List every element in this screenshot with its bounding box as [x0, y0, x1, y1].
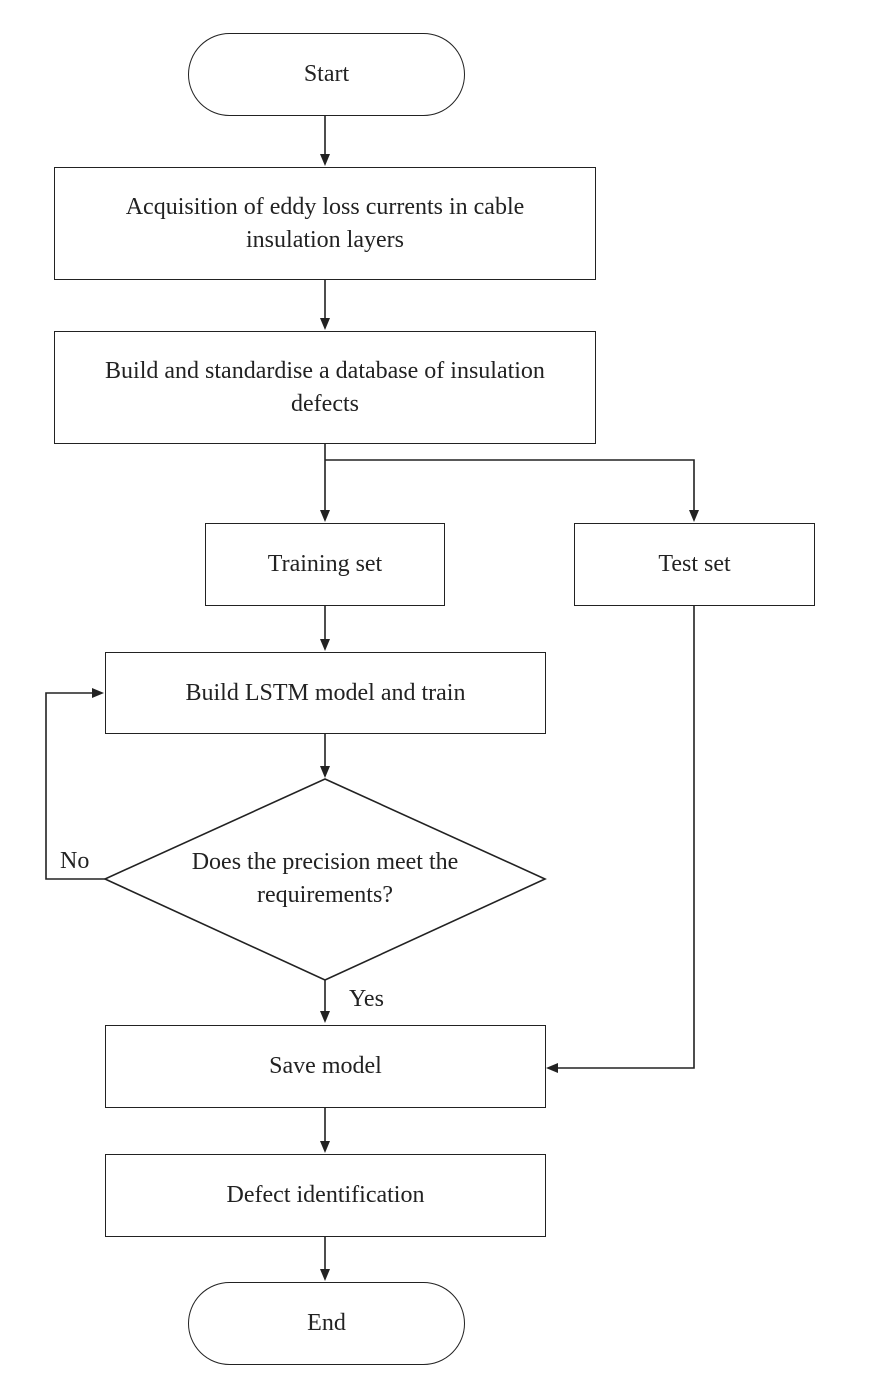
arrowhead — [320, 766, 330, 778]
arrowhead — [320, 1269, 330, 1281]
edge-test-to-save — [556, 605, 695, 1069]
build-lstm-box: Build LSTM model and train — [105, 652, 546, 734]
test-set-label: Test set — [658, 551, 731, 577]
arrowhead — [320, 510, 330, 522]
database-label: Build and standardise a database of insu… — [105, 357, 545, 417]
arrowhead — [320, 1011, 330, 1023]
acquisition-box: Acquisition of eddy loss currents in cab… — [54, 167, 596, 280]
build-lstm-label: Build LSTM model and train — [185, 679, 466, 706]
arrowhead — [689, 510, 699, 522]
save-model-label: Save model — [269, 1053, 382, 1079]
arrowhead — [92, 688, 104, 698]
decision-label: Does the precision meet the requirements… — [191, 849, 459, 908]
yes-label: Yes — [349, 986, 384, 1012]
training-set-label: Training set — [267, 551, 383, 577]
training-set-box: Training set — [205, 523, 445, 606]
end-label: End — [307, 1310, 346, 1336]
acquisition-label: Acquisition of eddy loss currents in cab… — [125, 193, 525, 253]
no-label: No — [60, 848, 90, 874]
arrowhead — [546, 1063, 558, 1073]
defect-identification-box: Defect identification — [105, 1154, 546, 1237]
end-node: End — [188, 1282, 465, 1365]
start-label: Start — [303, 61, 350, 87]
save-model-box: Save model — [105, 1025, 546, 1108]
arrowhead — [320, 318, 330, 330]
start-node: Start — [188, 33, 465, 116]
arrowhead — [320, 154, 330, 166]
test-set-box: Test set — [574, 523, 815, 606]
edge-decision-no-loop — [45, 692, 105, 880]
defect-identification-label: Defect identification — [226, 1182, 425, 1208]
edge-database-to-test — [325, 459, 695, 512]
arrowhead — [320, 1141, 330, 1153]
database-box: Build and standardise a database of insu… — [54, 331, 596, 444]
arrowhead — [320, 639, 330, 651]
